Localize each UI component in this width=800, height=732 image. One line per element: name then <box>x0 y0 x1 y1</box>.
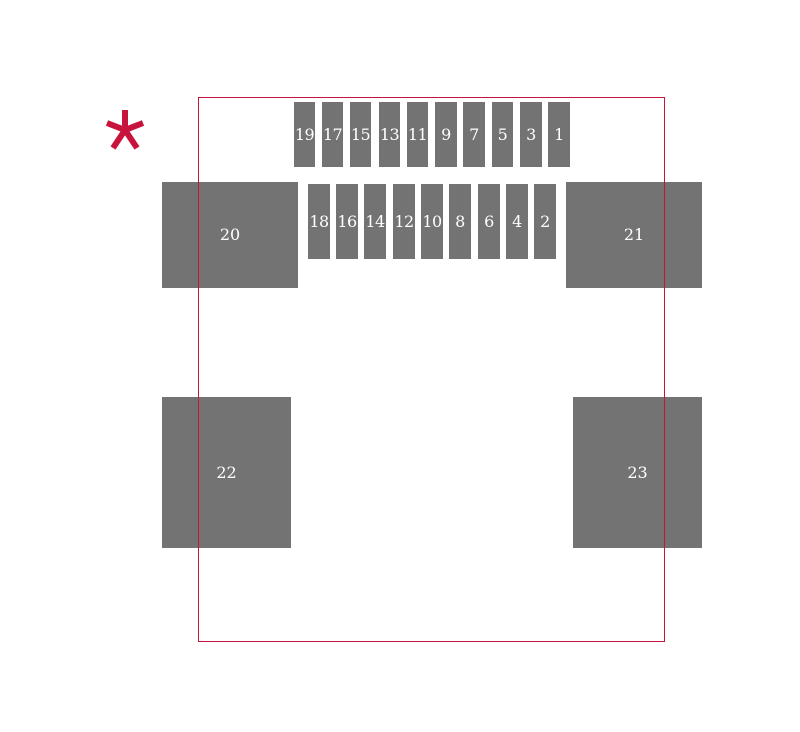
pad-label: 4 <box>512 211 522 231</box>
pad-label: 15 <box>350 124 371 144</box>
pad-label: 23 <box>627 462 648 482</box>
pad-top-1: 17 <box>322 102 343 167</box>
pad-bottom-4: 10 <box>421 184 443 259</box>
pad-23: 23 <box>573 397 702 548</box>
pad-top-2: 15 <box>350 102 371 167</box>
pad-bottom-0: 18 <box>308 184 330 259</box>
pad-21: 21 <box>566 182 702 288</box>
pad-label: 22 <box>216 462 237 482</box>
pad-label: 13 <box>379 124 400 144</box>
component-outline <box>198 97 665 642</box>
pad-top-7: 5 <box>492 102 513 167</box>
pad-label: 9 <box>441 124 451 144</box>
pad-label: 11 <box>407 124 428 144</box>
pad-label: 8 <box>455 211 465 231</box>
pad-label: 14 <box>365 211 385 231</box>
pad-label: 3 <box>526 124 536 144</box>
pad-top-5: 9 <box>435 102 457 167</box>
pad-label: 5 <box>497 124 508 144</box>
pad-top-9: 1 <box>548 102 570 167</box>
pad-top-8: 3 <box>520 102 542 167</box>
pad-label: 17 <box>322 124 343 144</box>
pad-label: 19 <box>294 124 315 144</box>
pad-label: 20 <box>219 225 241 244</box>
pad-bottom-7: 4 <box>506 184 528 259</box>
pad-top-6: 7 <box>463 102 485 167</box>
asterisk-icon <box>105 110 145 150</box>
pad-top-4: 11 <box>407 102 428 167</box>
pad-22: 22 <box>162 397 291 548</box>
pad-label: 16 <box>337 211 357 231</box>
pad-label: 21 <box>623 225 645 244</box>
pad-bottom-6: 6 <box>478 184 500 259</box>
pad-bottom-1: 16 <box>336 184 358 259</box>
pad-label: 1 <box>554 124 564 144</box>
pad-label: 2 <box>540 211 550 231</box>
pad-bottom-8: 2 <box>534 184 556 259</box>
pad-bottom-3: 12 <box>393 184 415 259</box>
pad-label: 18 <box>309 211 329 231</box>
pad-bottom-2: 14 <box>364 184 386 259</box>
pad-label: 10 <box>422 211 442 231</box>
pad-label: 7 <box>469 124 479 144</box>
pad-top-3: 13 <box>379 102 400 167</box>
pad-top-0: 19 <box>294 102 315 167</box>
pad-bottom-5: 8 <box>449 184 471 259</box>
pad-label: 12 <box>394 211 414 231</box>
pad-20: 20 <box>162 182 298 288</box>
pad-label: 6 <box>484 211 494 231</box>
